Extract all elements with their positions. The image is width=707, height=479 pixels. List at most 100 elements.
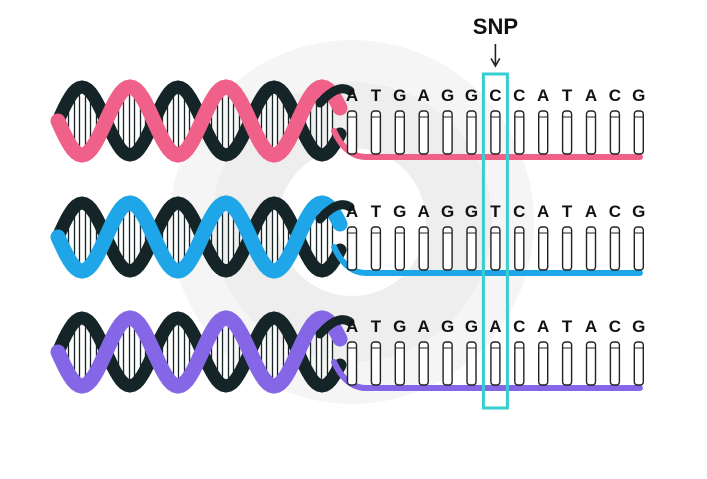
snp-variant-base: T [490,202,501,221]
base-peg [346,110,358,155]
base-pair-rung [271,323,279,381]
base-letter: A [585,317,597,336]
snp-title: SNP [473,14,518,39]
base-letter: A [346,86,358,105]
base-peg [609,110,621,155]
base-letter: G [441,317,454,336]
base-letter: A [585,86,597,105]
base-peg [490,341,501,386]
base-pair-rung [271,208,279,266]
base-pair-rung [172,208,180,266]
snp-variant-base: A [489,317,501,336]
base-letter: T [371,86,382,105]
base-peg [346,341,358,386]
base-peg [633,226,644,271]
base-peg [633,341,644,386]
base-letter: A [537,86,549,105]
base-peg [490,226,501,271]
base-letter: T [562,86,573,105]
base-peg [585,341,597,386]
base-peg [418,226,429,271]
base-letter: C [513,202,525,221]
snp-highlight-box [481,72,509,410]
base-letter: G [393,86,406,105]
base-letter: G [632,317,645,336]
base-peg [633,110,644,155]
base-pair-rung [172,92,180,150]
colored-backbone [50,79,348,163]
base-peg [442,226,453,271]
snp-variant-base: C [489,86,501,105]
base-letter: G [465,317,478,336]
base-peg [561,341,573,386]
base-peg [394,226,405,271]
base-letter: G [393,317,406,336]
down-arrow-icon [490,44,501,68]
base-peg [585,110,597,155]
base-letter: A [418,202,430,221]
base-peg [585,226,597,271]
base-letter: T [562,317,573,336]
dark-backbone-tail [315,200,355,224]
base-letter: A [346,202,358,221]
base-peg [466,110,477,155]
base-pair-rung [271,92,279,150]
base-peg [538,226,549,271]
base-peg [514,341,525,386]
double-helix [50,79,348,163]
base-pair-rung [172,323,180,381]
base-peg [514,226,525,271]
base-peg [418,341,429,386]
base-peg [418,110,429,155]
base-letter: G [441,86,454,105]
base-peg [609,226,621,271]
base-pair-rung [128,208,136,266]
base-peg [466,341,477,386]
base-letter: A [585,202,597,221]
base-peg [538,110,549,155]
double-helix [50,195,348,279]
base-letter: C [609,317,621,336]
base-peg [561,110,573,155]
base-peg [490,110,501,155]
base-letter: A [418,317,430,336]
base-letter: A [537,317,549,336]
base-letter: A [537,202,549,221]
base-letter: G [632,202,645,221]
base-letter: C [609,202,621,221]
base-letter: A [346,317,358,336]
base-letter: G [632,86,645,105]
base-peg [394,341,405,386]
base-letter: G [465,86,478,105]
base-letter: A [418,86,430,105]
base-letter: T [371,202,382,221]
base-peg [370,341,382,386]
base-peg [346,226,358,271]
base-peg [514,110,525,155]
double-helix [50,310,348,394]
base-peg [394,110,405,155]
colored-backbone [50,195,348,279]
base-peg [561,226,573,271]
base-peg [466,226,477,271]
dark-backbone-tail [315,315,355,339]
base-letter: G [441,202,454,221]
base-peg [370,110,382,155]
base-peg [442,341,453,386]
base-pair-rung [128,323,136,381]
base-letter: C [609,86,621,105]
base-peg [609,341,621,386]
base-letter: C [513,86,525,105]
base-letter: T [371,317,382,336]
base-letter: G [465,202,478,221]
base-peg [370,226,382,271]
base-letter: T [562,202,573,221]
base-letter: C [513,317,525,336]
base-peg [538,341,549,386]
dark-backbone-tail [315,84,355,108]
